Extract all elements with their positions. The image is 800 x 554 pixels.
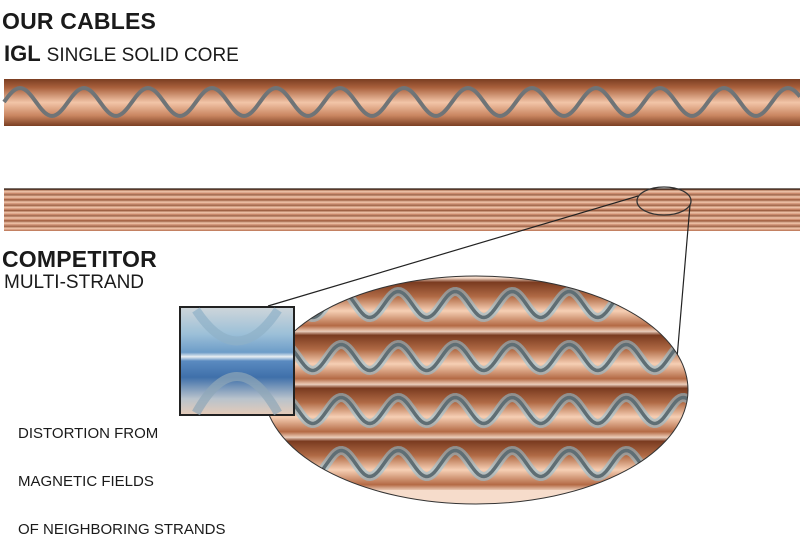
strand: [4, 204, 800, 210]
zoomed-strand: [264, 278, 688, 331]
distorted-wave-top: [192, 307, 282, 346]
signal-wave: [2, 85, 800, 119]
distorted-wave-bottom: [192, 372, 282, 416]
signal-wave: [268, 342, 688, 373]
magnifier-circle: [636, 186, 692, 216]
strand: [4, 189, 800, 195]
strand: [4, 215, 800, 221]
solid-core-label: SINGLE SOLID CORE: [46, 45, 239, 66]
multi-strand-label: MULTI-STRAND: [4, 272, 145, 293]
caption-line: OF NEIGHBORING STRANDS: [18, 521, 226, 538]
zoom-line-left: [267, 195, 639, 307]
strand: [4, 220, 800, 226]
strand: [4, 194, 800, 200]
zoomed-strands: [264, 276, 688, 504]
strand: [4, 225, 800, 231]
strand: [4, 210, 800, 216]
multi-strand-cable: [4, 188, 800, 231]
competitor-heading: COMPETITOR: [2, 246, 157, 272]
our-cables-heading: OUR CABLES: [2, 8, 157, 34]
caption-line: DISTORTION FROM: [18, 425, 159, 442]
caption-line: MAGNETIC FIELDS: [18, 473, 154, 490]
signal-wave: [268, 395, 688, 426]
zoom-line-right: [675, 204, 691, 371]
solid-core-body: [4, 79, 800, 126]
strand: [4, 199, 800, 205]
cable-illustration: [2, 79, 800, 505]
brand-name: IGL: [4, 41, 41, 66]
signal-wave: [268, 448, 688, 479]
solid-core-cable: [2, 79, 800, 126]
distortion-detail-box: [179, 306, 295, 416]
